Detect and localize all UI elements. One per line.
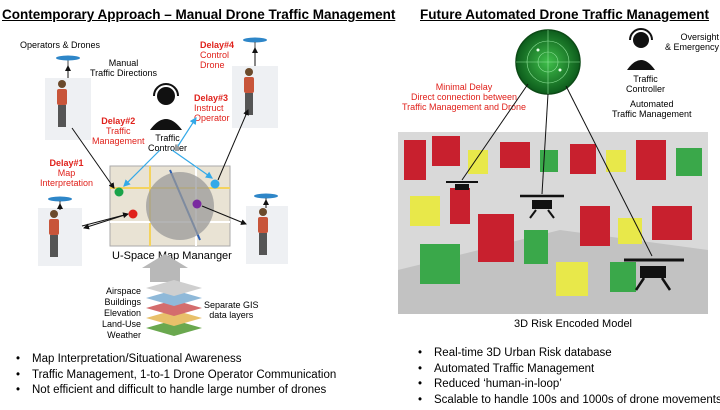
gis-upward-arrow — [142, 254, 188, 282]
map-marker-green — [114, 187, 124, 197]
list-item: Reduced ‘human-in-loop’ — [416, 377, 720, 393]
drone-icon-medium — [520, 194, 564, 219]
radar-drone-links — [461, 83, 653, 257]
map-marker-red — [128, 209, 138, 219]
list-item: Automated Traffic Management — [416, 362, 720, 378]
oversight-label: Oversight& Emergency — [665, 32, 720, 52]
operator-figure-left — [38, 196, 82, 266]
drone-icon-large — [624, 258, 684, 291]
list-item: Traffic Management, 1-to-1 Drone Operato… — [14, 368, 336, 384]
controller-headset-icon — [150, 83, 182, 130]
left-connection-arrows — [57, 47, 269, 230]
list-item: Scalable to handle 100s and 1000s of dro… — [416, 393, 720, 409]
map-marker-blue — [210, 179, 220, 189]
right-bullet-list: Real-time 3D Urban Risk database Automat… — [416, 346, 720, 408]
map-marker-purple — [192, 199, 202, 209]
operator-figure-top-right — [232, 37, 278, 128]
city-3d-model — [398, 132, 708, 314]
left-bullet-list: Map Interpretation/Situational Awareness… — [14, 352, 336, 399]
model-label: 3D Risk Encoded Model — [514, 318, 633, 330]
gis-layer-stack — [146, 280, 202, 336]
drone-icon-small — [446, 181, 478, 190]
controller-link-arrows — [123, 116, 213, 187]
left-title: Contemporary Approach – Manual Drone Tra… — [2, 7, 396, 22]
list-item: Not efficient and difficult to handle la… — [14, 383, 336, 399]
list-item: Real-time 3D Urban Risk database — [416, 346, 720, 362]
operators-drones-label: Operators & Drones — [20, 40, 101, 50]
operator-figure-top — [45, 55, 91, 140]
map-manager-label: U-Space Map Mananger — [112, 250, 232, 262]
operator-figure-right — [246, 193, 288, 264]
list-item: Map Interpretation/Situational Awareness — [14, 352, 336, 368]
radar-display — [515, 29, 581, 95]
right-title: Future Automated Drone Traffic Managemen… — [420, 7, 710, 22]
right-controller-headset-icon — [627, 28, 655, 70]
